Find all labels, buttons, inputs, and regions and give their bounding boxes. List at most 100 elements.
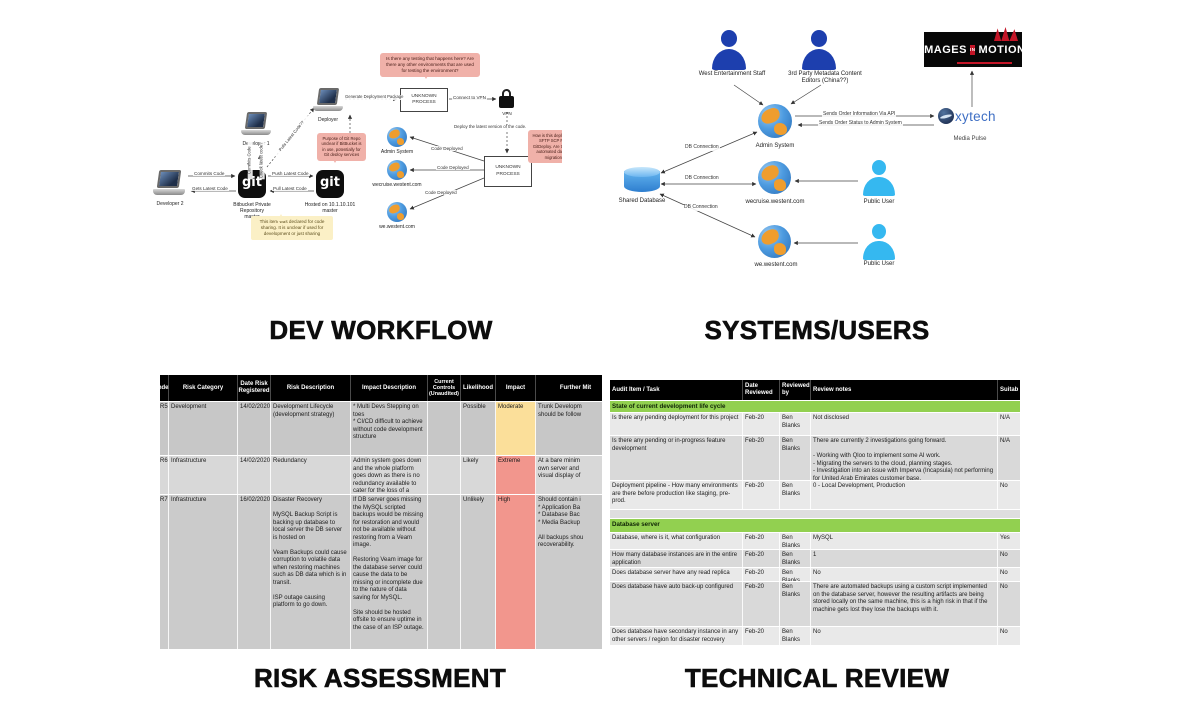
label-git-hosted: Hosted on 10.1.10.101 master [304, 202, 356, 214]
callout-git-purpose: Purpose of Git Repo unclear if BitBucket… [317, 133, 366, 163]
cell-category: Development [169, 402, 238, 455]
cell-index: R6 [160, 456, 169, 494]
label-public-user-1: Public User [863, 199, 895, 205]
person-icon-editors [800, 30, 838, 72]
col-suitable: Suitab [998, 380, 1020, 400]
col-date-registered: Date Risk Registered [238, 375, 271, 401]
globe-icon-wecruise [387, 160, 407, 180]
review-row-2: Is there any pending or in-progress feat… [610, 436, 1020, 481]
edge-db-connection-3: DB Connection [683, 204, 719, 211]
edge-sends-order-status: Sends Order Status to Admin System [818, 120, 903, 127]
cell-date: Feb-20 [743, 568, 780, 581]
cell-reviewer: Ben Blanks [780, 413, 811, 435]
images-in-motion-logo: IMAGES IN MOTION [921, 32, 1025, 67]
cell-date: 16/02/2020 [238, 495, 271, 649]
label-wecruise: wecruise.westent.com [745, 199, 805, 205]
col-date-reviewed: Date Reviewed [743, 380, 780, 400]
unknown-process-box-1: UNKNOWN PROCESS [400, 88, 448, 112]
callout-testing: Is there any testing that happens here? … [380, 53, 480, 79]
cell-further: Should contain i * Application Ba * Data… [536, 495, 602, 649]
review-row-3: Deployment pipeline - How many environme… [610, 481, 1020, 510]
cell-date: Feb-20 [743, 436, 780, 480]
col-risk-category: Risk Category [169, 375, 238, 401]
cell-risk: Redundancy [271, 456, 351, 494]
systems-users-figure: West Entertainment Staff 3rd Party Metad… [562, 0, 1032, 300]
git-icon-hosted: git [316, 170, 344, 198]
edge-gets-latest-code: Gets Latest Code [191, 186, 229, 192]
cell-reviewer: Ben Blanks [780, 627, 811, 645]
cell-reviewer: Ben Blanks [780, 550, 811, 567]
col-risk-description: Risk Description [271, 375, 351, 401]
cell-likelihood: Unlikely [461, 495, 496, 649]
cell-suitable: N/A [998, 436, 1020, 480]
label-shared-database: Shared Database [618, 198, 666, 204]
label-admin-system: Admin System [380, 149, 414, 155]
cell-task: Database, where is it, what configuratio… [610, 533, 743, 549]
cell-notes: MySQL [811, 533, 998, 549]
laptop-icon-developer2 [153, 170, 185, 196]
cell-impact: Moderate [496, 402, 536, 455]
globe-icon-admin-system [387, 127, 407, 147]
cell-task: Does database server have any read repli… [610, 568, 743, 581]
risk-row-r7: R7 Infrastructure 16/02/2020 Disaster Re… [160, 495, 602, 649]
laptop-icon-developer1 [241, 112, 271, 136]
callout-deploy-method: How is this deployed, via SFTP SCP Rsync… [528, 130, 562, 164]
edge-pull-latest-code: Pull Latest Code [272, 186, 308, 192]
review-row-7: Does database have auto back-up configur… [610, 582, 1020, 627]
cell-suitable: No [998, 550, 1020, 567]
cell-date: 14/02/2020 [238, 456, 271, 494]
cell-suitable: Yes [998, 533, 1020, 549]
cell-date: Feb-20 [743, 413, 780, 435]
cell-impact-desc: * Multi Devs Stepping on toes * CI/CD di… [351, 402, 428, 455]
database-icon-shared [624, 167, 660, 194]
label-we: we.westent.com [754, 262, 798, 268]
vpn-lock-icon [499, 89, 514, 108]
col-impact-description: Impact Description [351, 375, 428, 401]
cell-date: 14/02/2020 [238, 402, 271, 455]
edge-check-latest-code: Check latest code? [258, 141, 265, 180]
dev-workflow-figure: Developer 2 Developer 1 Deployer git Bit… [0, 0, 562, 300]
cell-reviewer: Ben Blanks [780, 481, 811, 509]
edge-db-connection-2: DB Connection [684, 175, 720, 182]
cell-likelihood: Likely [461, 456, 496, 494]
cell-further: Trunk Developm should be follow [536, 402, 602, 455]
col-index: Index [160, 375, 172, 401]
technical-review-table: Audit Item / Task Date Reviewed Reviewed… [610, 380, 1020, 645]
label-developer1: Developer 1 [242, 141, 270, 147]
cell-date: Feb-20 [743, 550, 780, 567]
col-review-notes: Review notes [811, 380, 998, 400]
cell-task: Is there any pending or in-progress feat… [610, 436, 743, 480]
cell-impact-desc: If DB server goes missing the MySQL scri… [351, 495, 428, 649]
cell-date: Feb-20 [743, 533, 780, 549]
xytech-text: xytech [955, 108, 996, 124]
cell-controls [428, 456, 461, 494]
cell-reviewer: Ben Blanks [780, 533, 811, 549]
cell-notes: Not disclosed [811, 413, 998, 435]
risk-row-r5: R5 Development 14/02/2020 Development Li… [160, 402, 602, 456]
review-row-5: How many database instances are in the e… [610, 550, 1020, 568]
cell-notes: No [811, 627, 998, 645]
callout-deploy-method-clip: How is this deployed, via SFTP SCP Rsync… [528, 126, 562, 172]
review-row-6: Does database server have any read repli… [610, 568, 1020, 582]
label-vpn: VPN [502, 111, 512, 116]
cell-task: How many database instances are in the e… [610, 550, 743, 567]
cell-notes: 1 [811, 550, 998, 567]
review-row-1: Is there any pending deployment for this… [610, 413, 1020, 436]
edge-code-deployed-3: Code Deployed [424, 190, 458, 196]
section-label: State of current development life cycle [610, 401, 1020, 412]
col-audit-item: Audit Item / Task [610, 380, 743, 400]
col-further-mitigation: Further Mit [536, 375, 602, 401]
arrow-staff-to-admin [733, 84, 764, 106]
review-empty-row [610, 510, 1020, 519]
caption-dev-workflow: DEV WORKFLOW [269, 315, 493, 346]
cell-suitable: No [998, 582, 1020, 626]
logo-in-badge: IN [969, 44, 976, 55]
edge-deploy-latest-version: Deploy the latest version of the code. [453, 124, 528, 130]
cell-impact: High [496, 495, 536, 649]
label-media-pulse: Media Pulse [953, 136, 987, 142]
arrow-editors-to-admin [790, 84, 822, 105]
person-icon-public-user-2 [862, 224, 896, 262]
cell-notes: No [811, 568, 998, 581]
unknown-process-box-2: UNKNOWN PROCESS [484, 156, 532, 187]
cell-further: At a bare minim own server and visual di… [536, 456, 602, 494]
